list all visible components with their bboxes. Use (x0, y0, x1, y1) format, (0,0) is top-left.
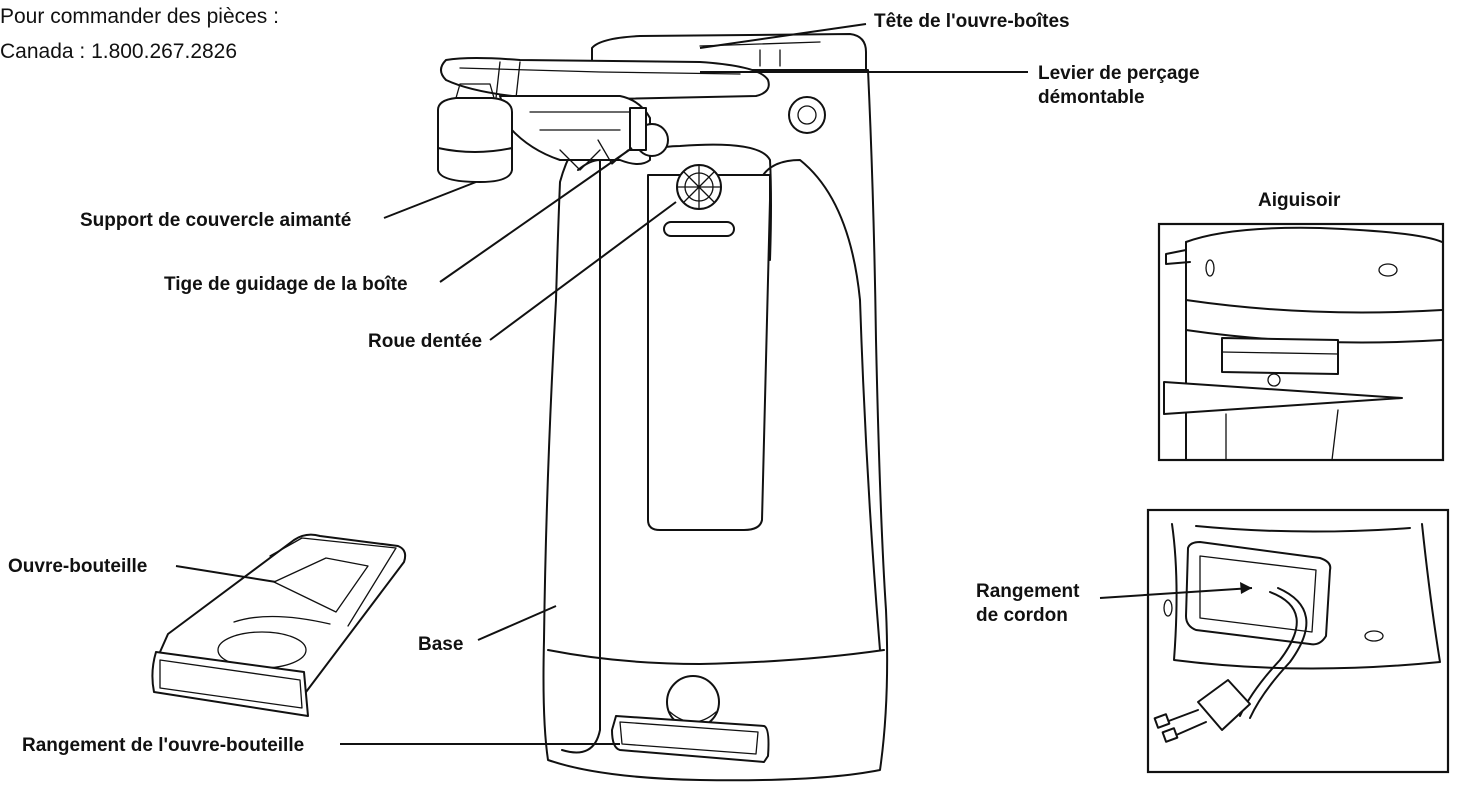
can-opener-icon (437, 33, 889, 782)
label-bottle-opener: Ouvre-bouteille (8, 556, 147, 577)
leader-lines (175, 23, 1253, 745)
label-sharpener: Aiguisoir (1258, 190, 1341, 211)
label-cord-line1: Rangement (976, 581, 1080, 602)
label-cord-line2: de cordon (976, 605, 1068, 626)
sharpener-icon (1163, 226, 1443, 461)
cord-storage-icon (1153, 523, 1441, 743)
label-head: Tête de l'ouvre-boîtes (874, 11, 1070, 32)
label-lever-line1: Levier de perçage (1038, 63, 1200, 84)
label-bottle-storage: Rangement de l'ouvre-bouteille (22, 735, 304, 756)
label-lever-line2: démontable (1038, 87, 1145, 108)
bottle-opener-icon (151, 533, 407, 717)
label-base: Base (418, 634, 463, 655)
label-lid-holder: Support de couvercle aimanté (80, 210, 351, 231)
order-note-line1: Pour commander des pièces : (0, 5, 279, 28)
order-note-line2: Canada : 1.800.267.2826 (0, 40, 237, 63)
label-gear: Roue dentée (368, 331, 482, 352)
label-guide-post: Tige de guidage de la boîte (164, 274, 408, 295)
